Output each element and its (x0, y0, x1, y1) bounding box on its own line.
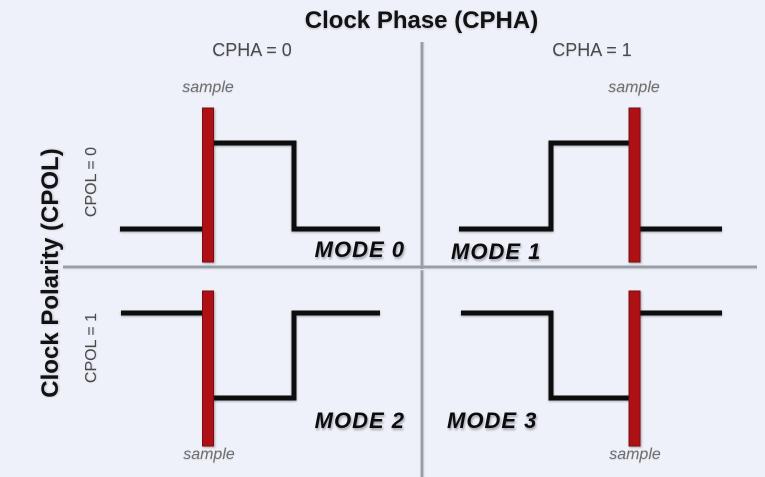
mode-0-label: MODE 0 (314, 237, 405, 262)
mode-1-waveform (459, 140, 722, 232)
mode-3-label: MODE 3 (447, 408, 538, 433)
mode-0-waveform (120, 140, 380, 232)
column-header-cpha-1: CPHA = 1 (552, 40, 632, 60)
mode-2-label: MODE 2 (314, 408, 405, 433)
sample-bar-mode-2 (202, 290, 214, 447)
sample-label-mode-1: sample (608, 79, 660, 96)
sample-bar-mode-3 (628, 290, 641, 447)
sample-label-mode-0: sample (182, 79, 234, 96)
mode-3-waveform (461, 310, 722, 401)
sample-bar-mode-0 (202, 107, 214, 263)
sample-label-mode-3: sample (609, 446, 661, 463)
clock-waveforms (120, 140, 722, 401)
quadrant-dividers (63, 42, 757, 477)
row-header-cpol-1: CPOL = 1 (83, 312, 100, 384)
mode-2-waveform (121, 310, 380, 401)
sample-bars (202, 107, 641, 447)
mode-1-label: MODE 1 (451, 239, 542, 264)
sample-bar-mode-1 (628, 107, 641, 263)
row-header-cpol-0: CPOL = 0 (83, 146, 100, 218)
row-axis-label-cpol: Clock Polarity (CPOL) (37, 148, 64, 398)
sample-label-mode-2: sample (183, 446, 235, 463)
diagram-title: Clock Phase (CPHA) (304, 7, 539, 34)
column-header-cpha-0: CPHA = 0 (212, 40, 292, 60)
